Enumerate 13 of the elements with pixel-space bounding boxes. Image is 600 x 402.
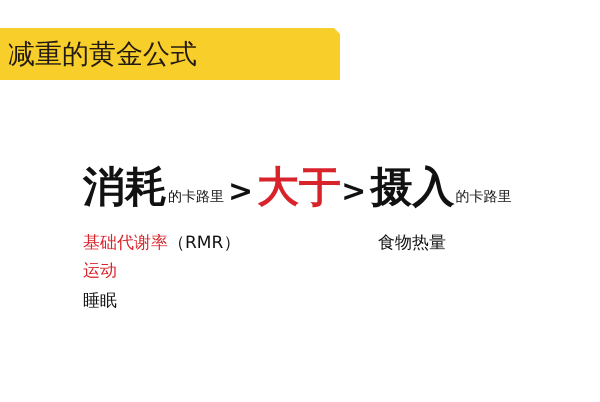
formula-word: 消耗	[83, 163, 167, 212]
greater-than-sign: >	[228, 175, 254, 208]
unit-text: 的卡路里	[455, 189, 512, 206]
list-item: 运动	[83, 261, 117, 282]
greater-than-sign: >	[341, 175, 366, 208]
list-item: 基础代谢率	[83, 233, 168, 254]
list-item: 食物热量	[378, 233, 446, 254]
list-item: （RMR）	[168, 233, 240, 254]
formula-word: 摄入	[370, 163, 454, 212]
unit-text: 的卡路里	[168, 189, 224, 206]
formula-word: 大于	[257, 163, 342, 212]
list-item: 睡眠	[83, 291, 117, 312]
title-banner: 减重的黄金公式	[0, 28, 340, 80]
